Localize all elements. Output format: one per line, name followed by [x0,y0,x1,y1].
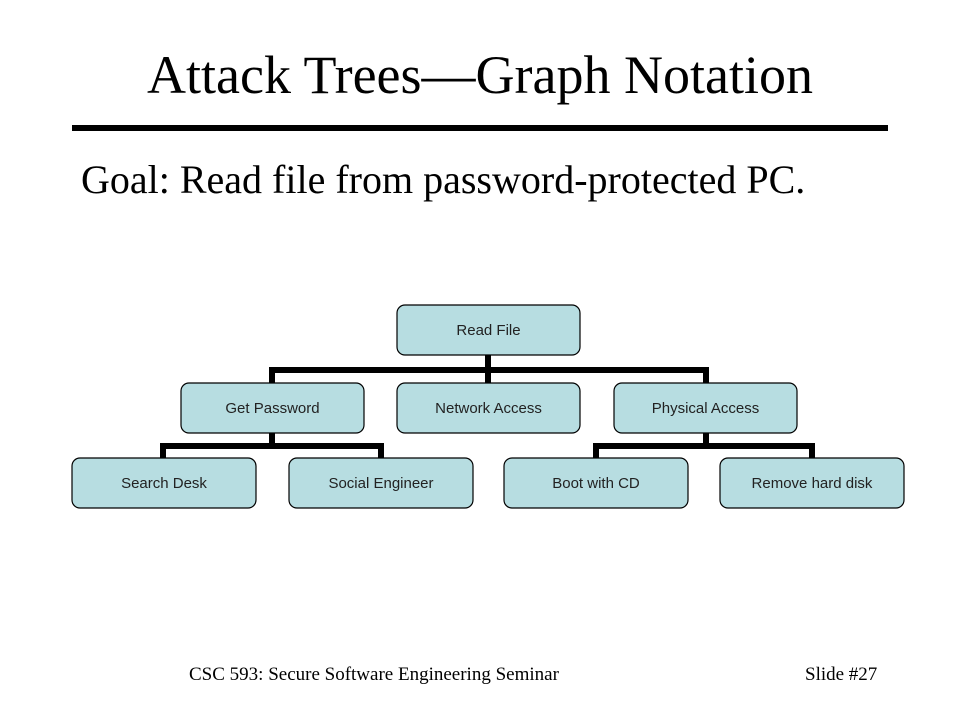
slide-title: Attack Trees—Graph Notation [147,45,813,105]
node-get-password: Get Password [180,382,365,434]
connector-root-to-level1 [269,355,709,385]
node-remove-hard-disk: Remove hard disk [719,457,905,509]
node-search-desk-label: Search Desk [121,475,207,492]
node-search-desk: Search Desk [71,457,257,509]
goal-statement: Goal: Read file from password-protected … [81,157,806,202]
node-boot-with-cd: Boot with CD [503,457,689,509]
node-social-engineer: Social Engineer [288,457,474,509]
node-physical-access-label: Physical Access [652,400,760,417]
connector-physical-access-children [593,433,815,460]
node-network-access-label: Network Access [435,400,542,417]
node-read-file-label: Read File [456,322,520,339]
footer-course-name: CSC 593: Secure Software Engineering Sem… [189,664,559,685]
node-network-access: Network Access [396,382,581,434]
node-remove-hard-disk-label: Remove hard disk [752,475,873,492]
footer-slide-number: Slide #27 [805,664,878,685]
node-social-engineer-label: Social Engineer [328,475,433,492]
node-physical-access: Physical Access [613,382,798,434]
node-read-file: Read File [396,304,581,356]
connector-get-password-children [160,433,384,460]
node-get-password-label: Get Password [225,400,319,417]
node-boot-with-cd-label: Boot with CD [552,475,640,492]
title-underline [72,125,888,131]
